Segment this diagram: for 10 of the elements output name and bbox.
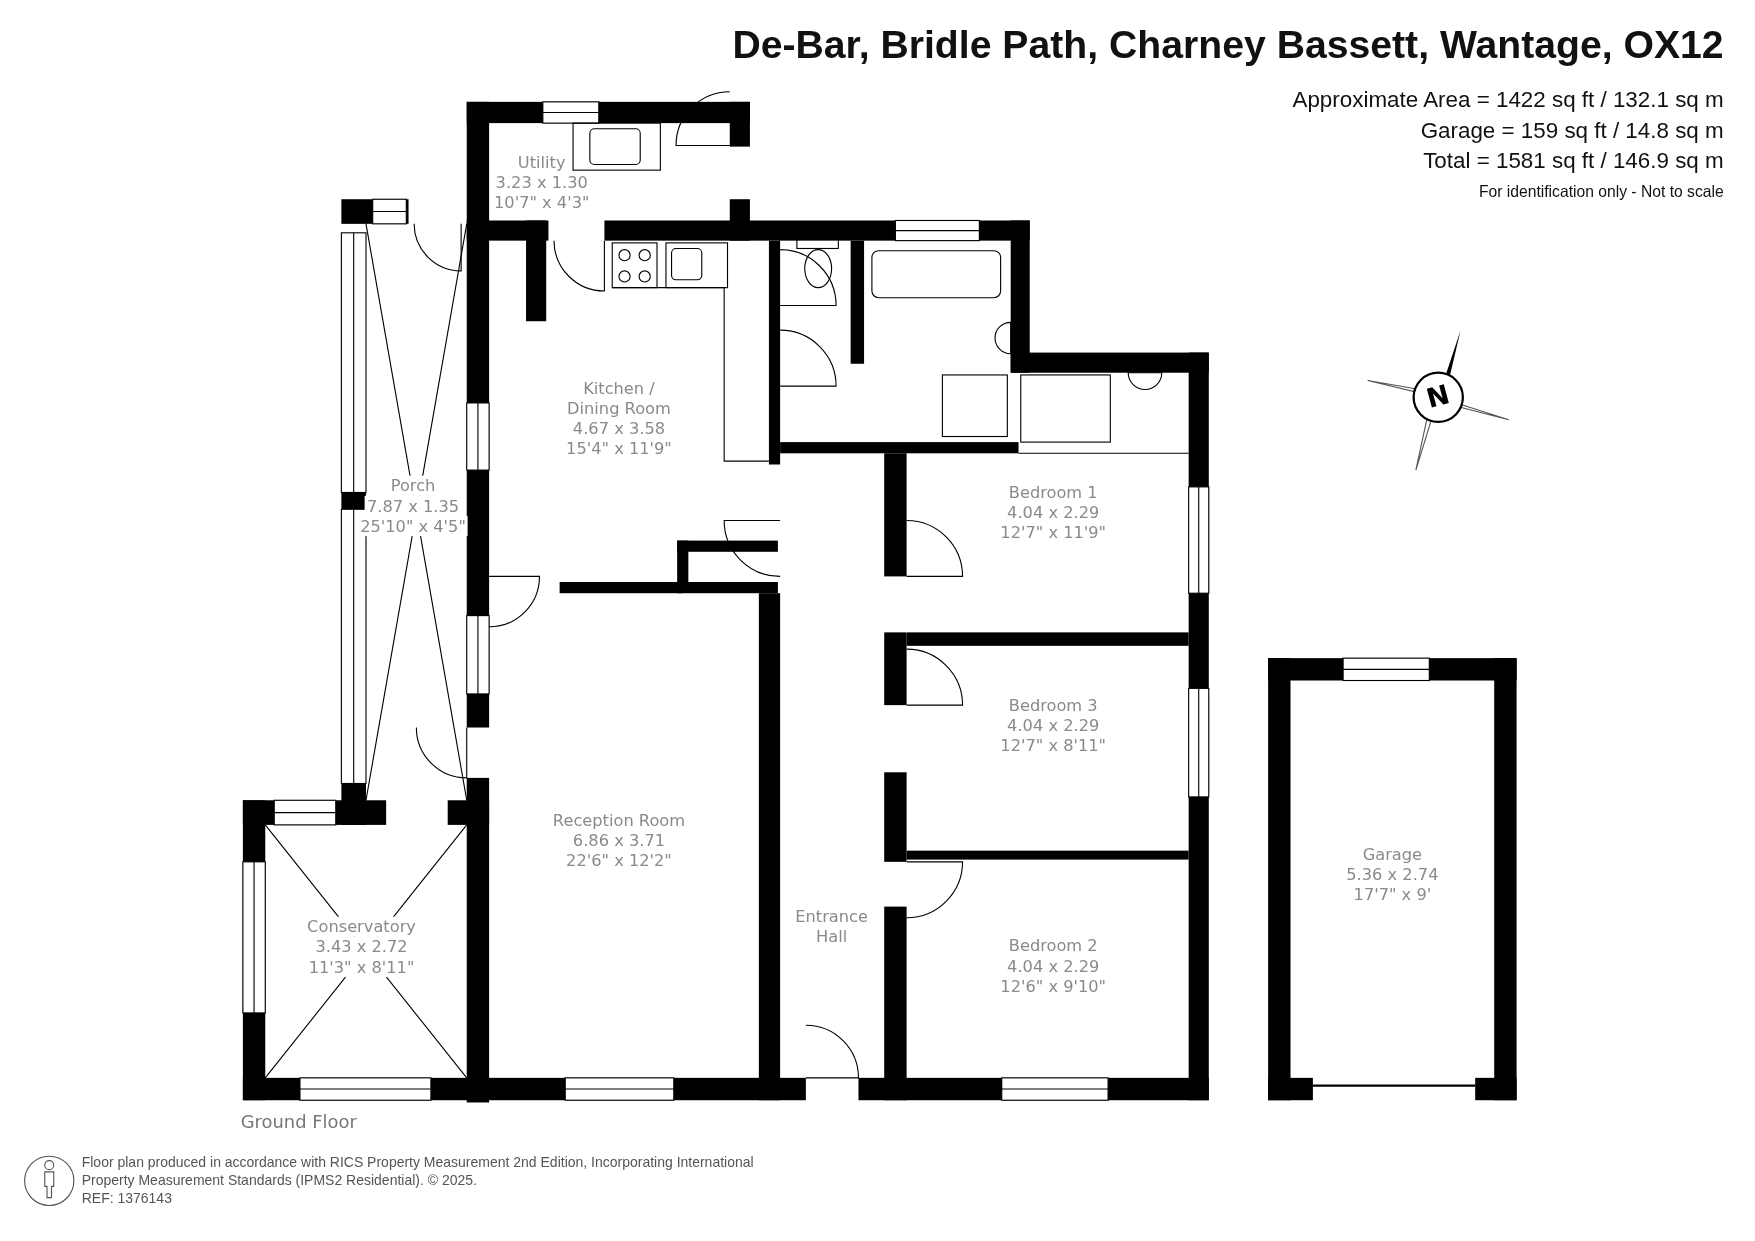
disclaimer-note: For identification only - Not to scale [1478,181,1724,202]
area-summary: Garage = 159 sq ft / 14.8 sq m [1420,116,1724,145]
compass-letter: N [1422,377,1454,417]
room-name: Conservatory [304,916,419,937]
area-summary: Approximate Area = 1422 sq ft / 132.1 sq m [1292,86,1724,114]
title: De-Bar, Bridle Path, Charney Bassett, Wantage, OX12 [732,22,1724,68]
area-summary: Total = 1581 sq ft / 146.9 sq m [1423,146,1724,175]
footnote: Floor plan produced in accordance with RICS Property Measurement 2nd Edition, Incorporating International Property Measurement Standards (IPMS2 Residential). © 2025. [81,1154,755,1191]
reference-number: REF: 1376143 [81,1189,172,1208]
floor-name: Ground Floor [240,1111,357,1135]
